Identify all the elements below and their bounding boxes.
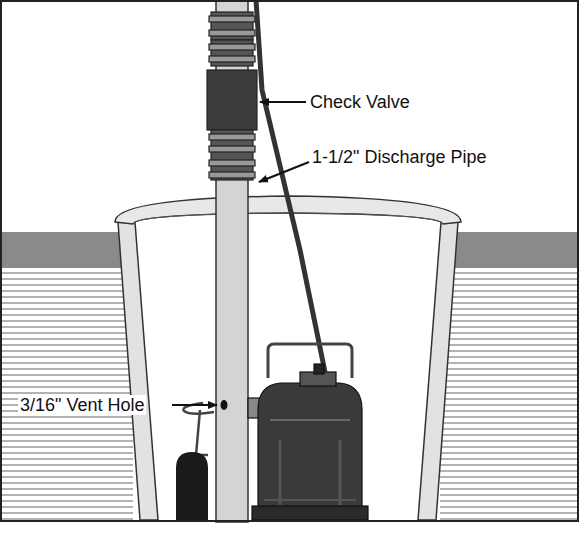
floor xyxy=(1,232,578,520)
frame xyxy=(1,1,578,521)
callout-label: Check Valve xyxy=(308,92,412,112)
power-cord xyxy=(256,0,325,372)
callout-label: 3/16" Vent Hole xyxy=(18,395,146,415)
sump-pump xyxy=(248,344,368,520)
vent-hole xyxy=(221,400,228,410)
check-valve xyxy=(207,12,257,180)
sump-basin xyxy=(115,196,461,520)
callout-label: 1-1/2" Discharge Pipe xyxy=(310,147,488,167)
leader-lines xyxy=(172,102,309,405)
float-switch xyxy=(176,403,214,520)
